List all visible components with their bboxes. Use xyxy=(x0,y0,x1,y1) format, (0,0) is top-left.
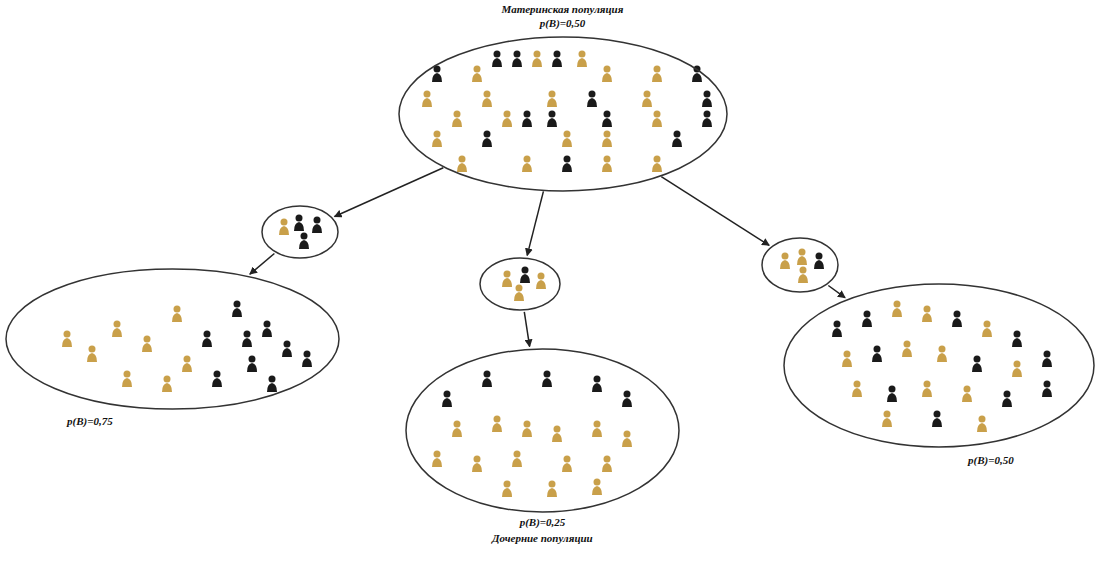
daughter-population: p(B)=0,25 xyxy=(400,348,685,530)
gold-individuals xyxy=(62,51,1022,498)
population-circle xyxy=(783,283,1095,448)
group-caption: Дочерние популяции xyxy=(492,532,593,545)
daughter-population: p(B)=0,75 xyxy=(5,268,345,438)
population-circle xyxy=(5,268,340,410)
black-individuals xyxy=(202,51,1052,428)
population-circle xyxy=(405,348,680,513)
sampling-arrow xyxy=(661,177,845,298)
allele-frequency: p(B)=0,50 xyxy=(540,17,586,30)
population-circle xyxy=(398,36,728,192)
arrow-line xyxy=(527,191,543,255)
allele-frequency: p(B)=0,25 xyxy=(520,516,566,529)
sample-circles xyxy=(262,206,838,310)
arrow-line xyxy=(661,177,769,246)
sampling-arrow xyxy=(250,168,443,274)
arrow-line xyxy=(250,254,275,275)
allele-frequency: p(B)=0,75 xyxy=(67,415,113,428)
parent-population: Материнская популяцияp(B)=0,50 xyxy=(390,0,735,195)
arrow-line xyxy=(828,286,845,298)
population-title: Материнская популяция xyxy=(502,3,624,16)
allele-frequency: p(B)=0,50 xyxy=(968,454,1014,467)
daughter-population: p(B)=0,50 xyxy=(783,283,1098,473)
arrow-line xyxy=(524,312,529,347)
arrow-line xyxy=(335,168,444,217)
